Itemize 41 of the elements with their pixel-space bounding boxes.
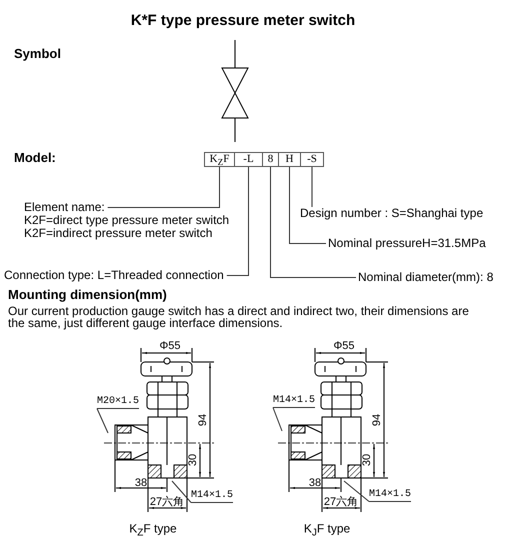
dimension-text: Φ55 (160, 340, 180, 352)
dimension-text: 27六角 (324, 496, 358, 508)
leader-line (96, 408, 108, 434)
dimension-text: 30 (187, 454, 199, 466)
thread-size-label: M14×1.5 (191, 490, 234, 503)
title: K*F type pressure meter switch (130, 12, 356, 29)
leader-line (270, 166, 356, 278)
model-code-cell: -L (234, 152, 263, 167)
dimension-text: 94 (197, 414, 209, 426)
model-code-cell: -S (300, 152, 324, 167)
leader-line (272, 407, 282, 432)
dimension-text: 27六角 (150, 496, 184, 508)
leader-line (344, 480, 370, 502)
section-heading: Model: (14, 150, 56, 165)
thread-size-label: M14×1.5 (273, 395, 316, 408)
model-code-cell: 8 (262, 152, 279, 167)
explanation-text: Element name: (24, 201, 105, 214)
model-code-cell: K$_{Z}$F (204, 152, 235, 167)
explanation-text: Nominal diameter(mm): 8 (358, 271, 494, 284)
section-heading: Mounting dimension(mm) (8, 287, 167, 302)
caption: K$_{Z}$F type (129, 522, 177, 540)
leader-line (289, 166, 326, 244)
dimension-text: 38 (134, 477, 148, 489)
dimension-text: 94 (371, 414, 383, 426)
explanation-text: Connection type: L=Threaded connection (4, 269, 224, 282)
dimension-text: Φ55 (334, 340, 354, 352)
explanation-text: Design number : S=Shanghai type (300, 207, 484, 220)
leader-line (226, 166, 249, 276)
dimension-text: 30 (361, 454, 373, 466)
dimension-text: 38 (308, 477, 322, 489)
section-heading: Symbol (14, 46, 61, 61)
explanation-text: K2F=direct type pressure meter switch (24, 214, 230, 227)
leader-line (172, 480, 192, 503)
paragraph: Our current production gauge switch has a direct and indirect two, their dimensions are the same, just different gauge interface dimensions. (8, 305, 470, 329)
explanation-text: Nominal pressureH=31.5MPa (328, 237, 486, 250)
explanation-text: K2F=indirect pressure meter switch (24, 227, 212, 240)
thread-size-label: M20×1.5 (97, 396, 140, 409)
thread-size-label: M14×1.5 (369, 489, 412, 502)
caption: K$_{J}$F type (304, 522, 350, 540)
leader-line (107, 166, 220, 208)
model-code-cell: H (278, 152, 301, 167)
